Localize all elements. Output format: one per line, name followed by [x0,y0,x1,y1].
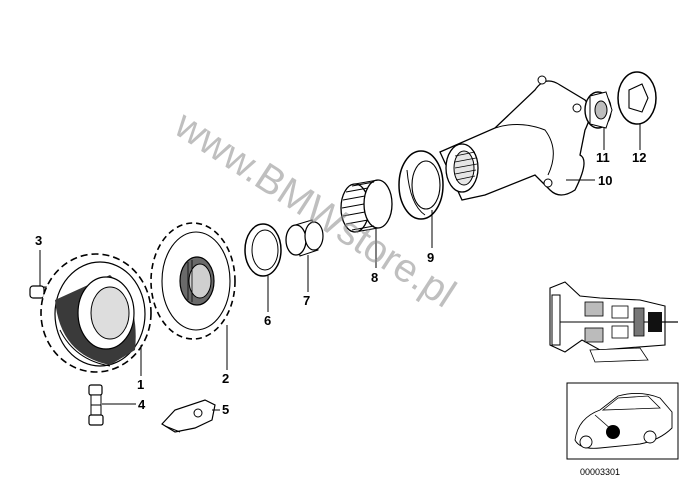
callout-10: 10 [598,173,612,188]
callouts: 3 1 2 6 7 8 9 10 11 12 4 5 [35,150,646,417]
part-9-seal[interactable] [398,150,444,220]
cross-section-inset [549,281,678,363]
callout-2: 2 [222,371,229,386]
callout-12: 12 [632,150,646,165]
callout-5: 5 [222,402,229,417]
drawing-code: 00003301 [580,467,620,477]
callout-8: 8 [371,270,378,285]
part-10-shaft-flange[interactable] [439,75,591,201]
part-8-needle-bearing[interactable] [340,179,393,233]
part-4-pin[interactable] [88,384,104,426]
callout-7: 7 [303,293,310,308]
callout-11: 11 [596,150,610,165]
part-5-retaining-plate[interactable] [161,399,216,433]
part-1-sensor-ring[interactable] [40,253,152,373]
car-location-inset: 00003301 [566,382,679,477]
part-2-hub-ring[interactable] [150,222,236,340]
callout-9: 9 [427,250,434,265]
leader-lines [39,124,641,411]
callout-6: 6 [264,313,271,328]
callout-4: 4 [138,397,146,412]
part-7-bushing[interactable] [285,219,324,257]
part-6-ring[interactable] [244,223,282,277]
part-11-collar-nut[interactable] [584,91,613,129]
callout-3: 3 [35,233,42,248]
callout-1: 1 [137,377,144,392]
part-12-washer[interactable] [617,71,657,125]
